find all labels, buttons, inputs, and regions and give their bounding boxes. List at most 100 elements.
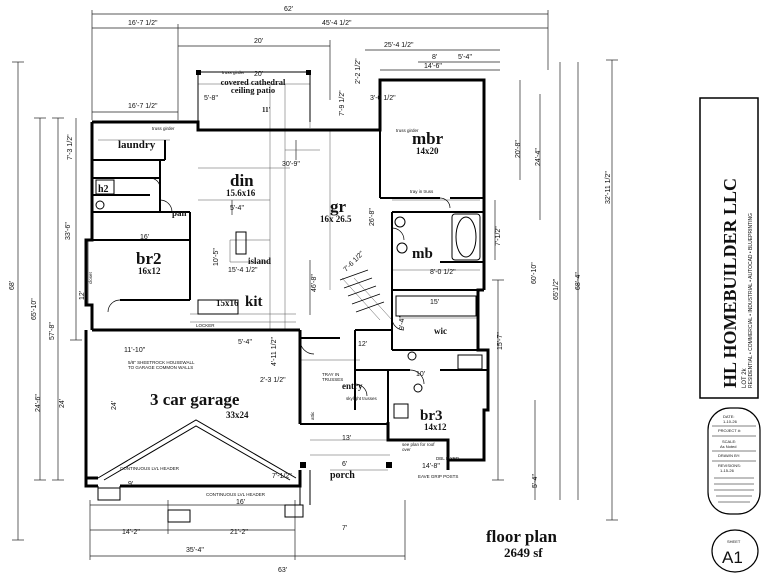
- dim-bottom-63: 63': [278, 567, 287, 574]
- tb-date-label: DATE:: [723, 414, 734, 419]
- dim-mid-9-4: 9'-4": [399, 316, 406, 330]
- note-attic: attic: [310, 411, 315, 420]
- dim-14-8: 14'-8": [422, 463, 440, 470]
- dim-mid-10-5: 10'-5": [213, 248, 220, 266]
- dim-garage-24: 24': [111, 401, 118, 410]
- note-skylight: skylight trusses: [346, 396, 378, 401]
- dim-left-24-6: 24'-6": [35, 394, 42, 412]
- room-kit-size: 15x16: [216, 298, 239, 308]
- dimension-lines: [12, 10, 618, 560]
- garage-roof-lines: [97, 419, 311, 523]
- company-box: [699, 97, 759, 399]
- patio-outline: [197, 71, 311, 122]
- dim-right-24-4: 24'-4": [535, 148, 542, 166]
- dim-2-1-2: 2'-2 1/2": [355, 58, 362, 84]
- tb-revisions-label: REVISIONS:: [718, 463, 741, 468]
- plan-area-text: 2649 sf: [504, 545, 543, 560]
- dim-left-24: 24': [59, 399, 66, 408]
- tb-revisions-value: 1-15-26: [720, 468, 735, 473]
- room-kit: kit: [245, 294, 263, 310]
- dim-15-4: 15'-4 1/2": [228, 267, 258, 274]
- dim-left-7-3: 7'-3 1/2": [67, 134, 74, 160]
- dim-mid-4-11: 4'-11 1/2": [271, 336, 278, 366]
- revision-box: [707, 407, 761, 515]
- dim-16: 16': [140, 234, 149, 241]
- room-mbr: mbr: [412, 129, 444, 148]
- dim-30-9: 30'-9": [282, 161, 300, 168]
- note-dbl-fixed: DBL FIXED: [436, 456, 460, 461]
- dim-right-5-4: 5'-4": [532, 474, 539, 488]
- note-locker: LOCKER: [196, 323, 215, 328]
- dim-8-0: 8'-0 1/2": [430, 269, 456, 276]
- title-block: HL HOMEBUILDER LLC RESIDENTIAL • COMMERC…: [699, 97, 761, 573]
- dim-top-overall: 62': [284, 6, 293, 13]
- dim-15: 15': [430, 299, 439, 306]
- room-wic: wic: [434, 326, 447, 336]
- tb-drawn-label: DRAWN BY:: [718, 453, 740, 458]
- sheet-number: A1: [722, 548, 743, 567]
- note-truss-girder-2: truss girder: [396, 128, 419, 133]
- bath-fixtures: [95, 179, 483, 419]
- room-garage-size: 33x24: [226, 410, 249, 420]
- dim-7-9: 7'-9 1/2": [339, 90, 346, 116]
- dim-mid-46-8: 46'-8": [311, 274, 318, 292]
- note-tray-wrap: TRAY IN TRUSSES: [322, 372, 343, 382]
- room-gr-size: 16x 26.5: [320, 214, 352, 224]
- dim-bottom-14-2: 14'-2": [122, 529, 140, 536]
- room-entry: entry: [342, 381, 363, 391]
- note-continuous-header: CONTINUOUS LVL HEADER: [120, 466, 180, 471]
- dim-right-15-7: 15'-7": [497, 332, 504, 350]
- dim-6: 6': [342, 461, 347, 468]
- tb-scale-value: As Noted: [720, 444, 736, 449]
- dim-mid-26-8: 26'-8": [369, 208, 376, 226]
- dim-10: 10': [416, 371, 425, 378]
- dim-right-7-1-2: 7'-1/2": [495, 226, 502, 246]
- room-din: din: [230, 171, 254, 190]
- note-porch-wrap: see plan for roof over: [402, 442, 435, 452]
- dim-mid-12: 12': [358, 341, 367, 348]
- note-garage-wall-wrap: 5/8" SHEETROCK HOUSEWALL TO GARAGE COMMO…: [128, 360, 195, 370]
- room-mbr-size: 14x20: [416, 146, 439, 156]
- door-swings: [107, 177, 451, 397]
- lot-label: LOT 2k: [742, 367, 748, 388]
- room-pan: pan: [172, 208, 187, 218]
- room-mb: mb: [412, 246, 433, 262]
- dim-left-57-8: 57'-8": [49, 322, 56, 340]
- dim-2-3: 2'-3 1/2": [260, 377, 286, 384]
- dim-bottom-9: 9': [128, 481, 133, 488]
- drawing-notes: truss girder truss girder truss girder C…: [88, 70, 460, 497]
- dim-left-33-6: 33'-6": [65, 222, 72, 240]
- tb-date-value: 1-10-26: [723, 419, 738, 424]
- dim-small-5-4: 5'-4": [458, 54, 472, 61]
- dim-top-left: 16'-7 1/2": [128, 20, 158, 27]
- dim-small-8: 8': [432, 54, 437, 61]
- dim-patio-width: 20': [254, 38, 263, 45]
- dim-left-68: 68': [9, 281, 16, 290]
- room-gr: gr: [330, 197, 347, 216]
- note-truss-girder-3: truss girder: [152, 126, 175, 131]
- sheet-circle: [711, 529, 759, 573]
- dim-right-65: 65'1/2": [553, 278, 560, 300]
- dim-right-32-11: 32'-11 1/2": [605, 171, 612, 204]
- dim-small-14-6: 14'-6": [424, 63, 442, 70]
- note-mbr-tray: tray in truss: [410, 189, 434, 194]
- dim-left-65-10: 65'-10": [31, 298, 38, 320]
- dim-bottom-35-4: 35'-4": [186, 547, 204, 554]
- room-labels: laundry h2 din 15.6x16 gr 16x 26.5 mbr 1…: [98, 78, 447, 481]
- room-br2-size: 16x12: [138, 266, 161, 276]
- sheet-label: SHEET: [727, 539, 741, 544]
- dim-13: 13': [342, 435, 351, 442]
- room-laundry: laundry: [118, 139, 156, 151]
- dim-left-16-7: 16'-7 1/2": [128, 103, 158, 110]
- note-garage-wall: 5/8" SHEETROCK HOUSEWALL TO GARAGE COMMO…: [128, 360, 195, 370]
- room-br3-size: 14x12: [424, 422, 447, 432]
- room-patio: covered cathedral ceiling patio: [220, 78, 286, 95]
- room-patio-wrap: covered cathedral ceiling patio: [220, 78, 286, 95]
- room-porch: porch: [330, 470, 355, 481]
- company-name: HL HOMEBUILDER LLC: [720, 178, 740, 388]
- dim-7-6: 7'-6 1/2": [342, 250, 365, 273]
- company-services: RESIDENTIAL • COMMERCIAL • INDUSTRIAL • …: [748, 213, 754, 388]
- dim-mid-5-4b: 5'-4": [230, 205, 244, 212]
